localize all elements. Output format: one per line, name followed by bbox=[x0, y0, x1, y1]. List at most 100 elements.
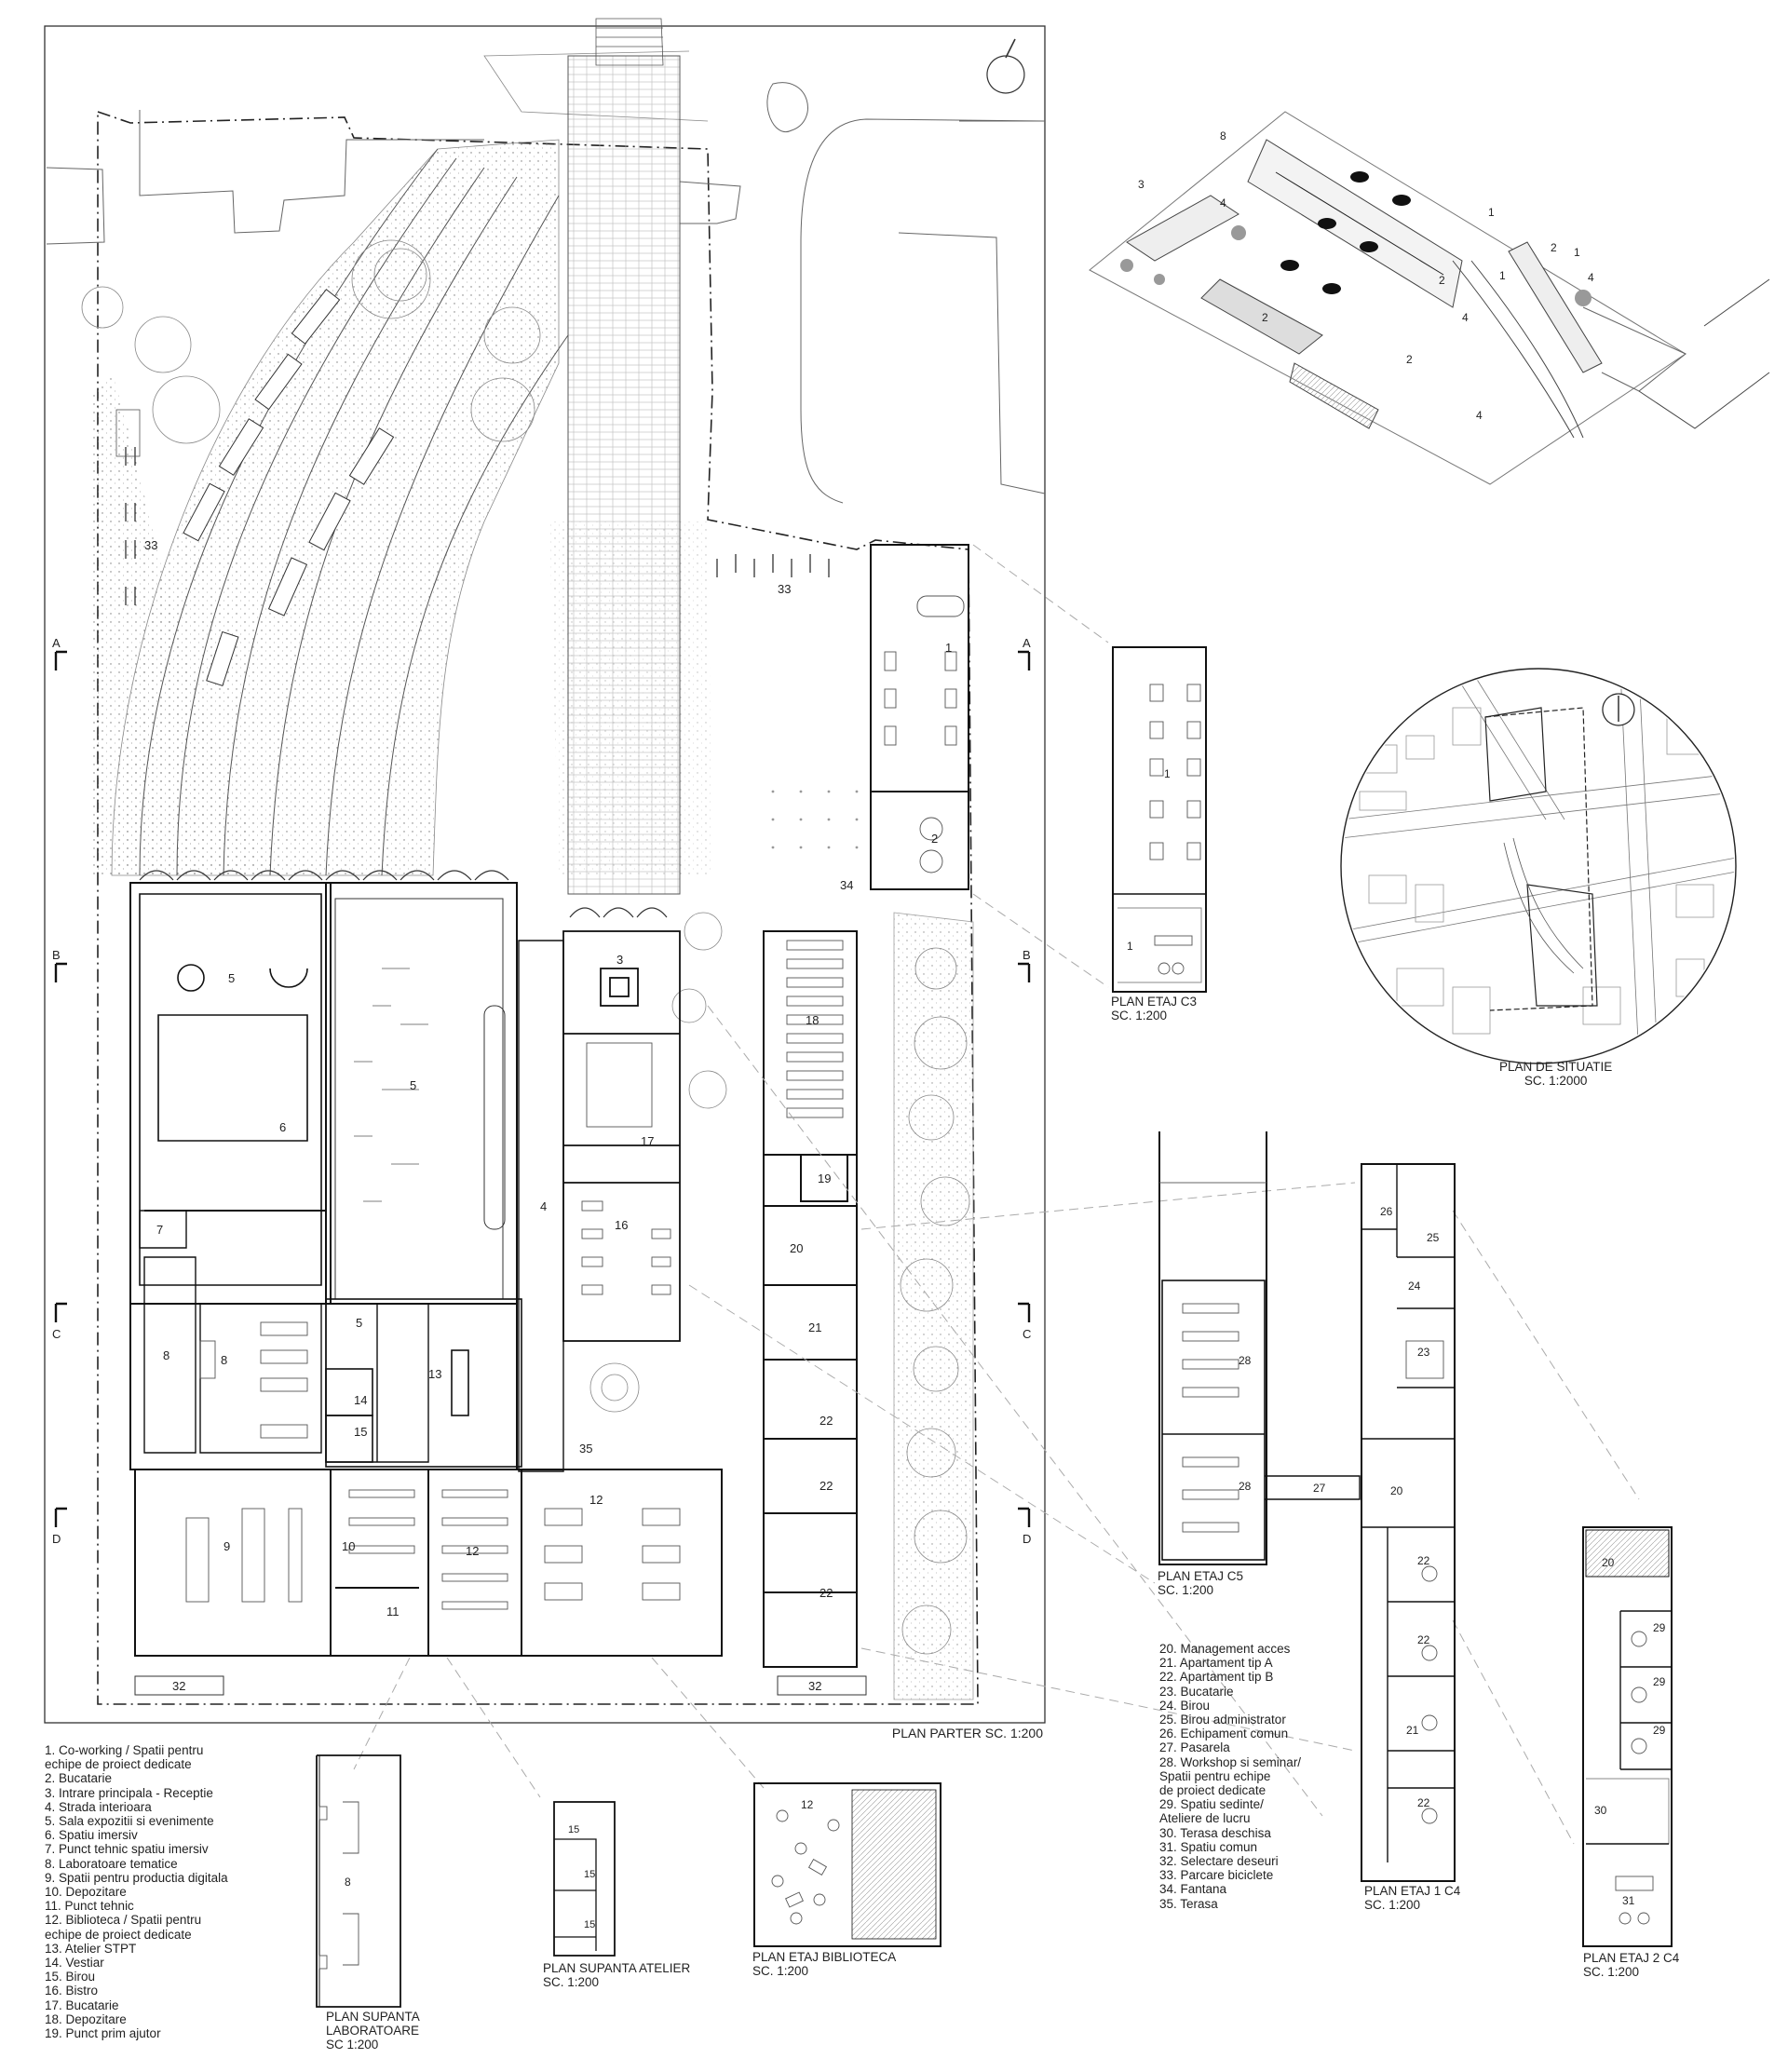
room-label-34: 34 bbox=[840, 878, 853, 892]
legend-item: 17. Bucatarie bbox=[45, 1998, 119, 2012]
axon-label-1b: 1 bbox=[1574, 246, 1580, 259]
legend-item: echipe de proiect dedicate bbox=[45, 1757, 192, 1772]
room-label-9: 9 bbox=[224, 1539, 230, 1553]
c4-2-room-29c: 29 bbox=[1653, 1724, 1666, 1737]
legend-item: 26. Echipament comun bbox=[1159, 1727, 1289, 1741]
room-label-21: 21 bbox=[808, 1320, 821, 1334]
plan-etaj-c5-drawing bbox=[1158, 1131, 1361, 1565]
legend-right: 20. Management acces 21. Apartament tip … bbox=[1159, 1642, 1301, 1911]
room-label-7: 7 bbox=[156, 1223, 163, 1237]
section-b-left: B bbox=[52, 948, 61, 962]
legend-item: 18. Depozitare bbox=[45, 2011, 127, 2026]
caption-etaj-c3: PLAN ETAJ C3 SC. 1:200 bbox=[1111, 995, 1197, 1022]
atelier-room-15c: 15 bbox=[584, 1919, 595, 1930]
c4-1-room-22a: 22 bbox=[1417, 1554, 1430, 1567]
c4-1-room-22c: 22 bbox=[1417, 1796, 1430, 1809]
legend-item: 11. Punct tehnic bbox=[45, 1899, 134, 1914]
room-label-6: 6 bbox=[279, 1120, 286, 1134]
axon-label-2b: 2 bbox=[1551, 241, 1557, 254]
caption-etaj-c3-title: PLAN ETAJ C3 bbox=[1111, 995, 1198, 1009]
c4-1-room-22b: 22 bbox=[1417, 1633, 1430, 1646]
section-a-left: A bbox=[52, 636, 61, 650]
caption-etaj1-c4: PLAN ETAJ 1 C4 SC. 1:200 bbox=[1364, 1884, 1460, 1912]
plan-etaj1-c4-labels: 26 25 24 23 20 22 22 21 22 bbox=[1380, 1205, 1440, 1809]
room-label-4: 4 bbox=[540, 1199, 547, 1213]
room-label-14: 14 bbox=[354, 1393, 367, 1407]
c4-1-room-24: 24 bbox=[1408, 1280, 1421, 1293]
legend-left: 1. Co-working / Spatii pentru echipe de … bbox=[45, 1743, 228, 2040]
legend-item: 30. Terasa deschisa bbox=[1159, 1825, 1271, 1840]
plan-etaj-c3-labels: 1 1 bbox=[1127, 767, 1171, 953]
room-label-33a: 33 bbox=[144, 538, 157, 552]
room-label-16: 16 bbox=[615, 1218, 628, 1232]
legend-item: 22. Apartament tip B bbox=[1159, 1670, 1274, 1685]
c4-2-room-20: 20 bbox=[1602, 1556, 1615, 1569]
axon-label-3: 3 bbox=[1138, 178, 1145, 191]
room-label-18: 18 bbox=[806, 1013, 819, 1027]
axon-label-1c: 1 bbox=[1499, 269, 1506, 282]
plan-etaj-biblioteca-drawing bbox=[753, 1782, 941, 1947]
room-label-3: 3 bbox=[616, 953, 623, 967]
room-label-32b: 32 bbox=[808, 1679, 821, 1693]
caption-etaj1-c4-scale: SC. 1:200 bbox=[1364, 1898, 1421, 1912]
section-a-right: A bbox=[1023, 636, 1031, 650]
plan-etaj-c5-labels: 28 28 27 bbox=[1239, 1354, 1326, 1495]
legend-item: 35. Terasa bbox=[1159, 1896, 1218, 1911]
lab-room-8: 8 bbox=[345, 1876, 351, 1889]
caption-etaj-biblioteca-title: PLAN ETAJ BIBLIOTECA bbox=[752, 1950, 897, 1964]
legend-item: Spatii pentru echipe bbox=[1159, 1768, 1271, 1783]
legend-item: 16. Bistro bbox=[45, 1984, 99, 1998]
c4-1-room-21: 21 bbox=[1406, 1724, 1419, 1737]
section-mark-labels: A A B B C C D D bbox=[52, 636, 1031, 1546]
legend-item: 15. Birou bbox=[45, 1970, 96, 1984]
section-c-left: C bbox=[52, 1327, 61, 1341]
room-label-2: 2 bbox=[931, 832, 938, 846]
axonometric-view bbox=[1089, 111, 1770, 485]
caption-situatie-title: PLAN DE SITUATIE bbox=[1499, 1060, 1613, 1074]
legend-item: 9. Spatii pentru productia digitala bbox=[45, 1870, 228, 1885]
legend-item: echipe de proiect dedicate bbox=[45, 1927, 192, 1942]
legend-item: 7. Punct tehnic spatiu imersiv bbox=[45, 1842, 209, 1857]
main-plan-room-numbers: 1 2 3 4 5 5 5 6 7 8 8 9 10 11 12 12 13 1… bbox=[144, 538, 952, 1693]
room-label-22c: 22 bbox=[820, 1586, 833, 1600]
legend-item: 14. Vestiar bbox=[45, 1956, 104, 1970]
c4-2-room-29a: 29 bbox=[1653, 1621, 1666, 1634]
caption-etaj2-c4-title: PLAN ETAJ 2 C4 bbox=[1583, 1951, 1680, 1965]
caption-etaj-c5-title: PLAN ETAJ C5 bbox=[1158, 1569, 1244, 1583]
legend-item: 8. Laboratoare tematice bbox=[45, 1856, 178, 1871]
c4-2-room-31: 31 bbox=[1622, 1894, 1635, 1907]
c3-room-1a: 1 bbox=[1164, 767, 1171, 780]
axon-label-4c: 4 bbox=[1588, 271, 1594, 284]
atelier-room-15a: 15 bbox=[568, 1824, 579, 1835]
room-label-13: 13 bbox=[428, 1367, 441, 1381]
c5-room-27: 27 bbox=[1313, 1482, 1326, 1495]
c4-1-room-23: 23 bbox=[1417, 1346, 1430, 1359]
room-label-22a: 22 bbox=[820, 1414, 833, 1428]
legend-item: 20. Management acces bbox=[1159, 1642, 1291, 1656]
legend-item: 25. Birou administrator bbox=[1159, 1713, 1286, 1727]
plan-supanta-atelier-labels: 15 15 15 bbox=[568, 1824, 595, 1930]
room-label-5a: 5 bbox=[228, 971, 235, 985]
axon-label-4a: 4 bbox=[1220, 196, 1226, 210]
plan-etaj2-c4-labels: 20 29 29 29 30 31 bbox=[1594, 1556, 1666, 1907]
legend-item: 29. Spatiu sedinte/ bbox=[1159, 1797, 1264, 1812]
room-label-15: 15 bbox=[354, 1425, 367, 1439]
legend-item: 2. Bucatarie bbox=[45, 1771, 113, 1786]
axon-label-4d: 4 bbox=[1476, 409, 1483, 422]
legend-item: 13. Atelier STPT bbox=[45, 1941, 137, 1956]
c4-2-room-30: 30 bbox=[1594, 1804, 1607, 1817]
legend-item: Ateliere de lucru bbox=[1159, 1811, 1251, 1826]
caption-situatie-scale: SC. 1:2000 bbox=[1524, 1074, 1588, 1088]
section-d-left: D bbox=[52, 1532, 61, 1546]
legend-item: 33. Parcare biciclete bbox=[1159, 1868, 1274, 1883]
c4-1-room-20: 20 bbox=[1390, 1484, 1403, 1497]
room-label-1: 1 bbox=[945, 641, 952, 655]
legend-item: 10. Depozitare bbox=[45, 1885, 127, 1900]
axon-label-2d: 2 bbox=[1262, 311, 1268, 324]
caption-supanta-lab: PLAN SUPANTA LABORATOARE SC 1:200 bbox=[326, 2010, 420, 2052]
caption-etaj1-c4-title: PLAN ETAJ 1 C4 bbox=[1364, 1884, 1461, 1898]
axon-label-4b: 4 bbox=[1462, 311, 1469, 324]
axon-label-2a: 2 bbox=[1439, 274, 1445, 287]
legend-item: 32. Selectare deseuri bbox=[1159, 1854, 1279, 1869]
biblioteca-room-12: 12 bbox=[801, 1798, 814, 1811]
